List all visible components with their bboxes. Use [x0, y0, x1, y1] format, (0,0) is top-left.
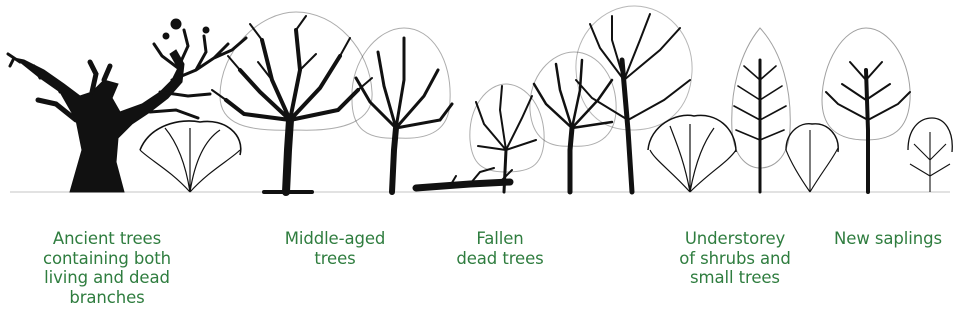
tree-silhouettes-illustration — [0, 0, 955, 225]
middle-aged-tree-silhouette — [212, 12, 372, 192]
label-ancient-trees: Ancient trees containing both living and… — [22, 229, 192, 307]
small-tree-silhouette — [732, 28, 791, 192]
sapling-tree-silhouette — [822, 28, 910, 192]
understorey-shrub-silhouette — [648, 115, 736, 192]
label-middle-aged-trees: Middle-aged trees — [255, 229, 415, 268]
label-new-saplings: New saplings — [818, 229, 955, 249]
shrub-silhouette — [786, 124, 838, 192]
tall-tree-silhouette — [576, 6, 692, 192]
shrub-silhouette — [140, 121, 241, 192]
sapling-silhouette — [908, 118, 952, 192]
fallen-tree-silhouette — [416, 168, 512, 188]
ancient-tree-silhouette — [8, 19, 246, 192]
middle-aged-tree-silhouette — [352, 28, 452, 192]
label-fallen-dead-trees: Fallen dead trees — [440, 229, 560, 268]
label-understorey: Understorey of shrubs and small trees — [655, 229, 815, 288]
